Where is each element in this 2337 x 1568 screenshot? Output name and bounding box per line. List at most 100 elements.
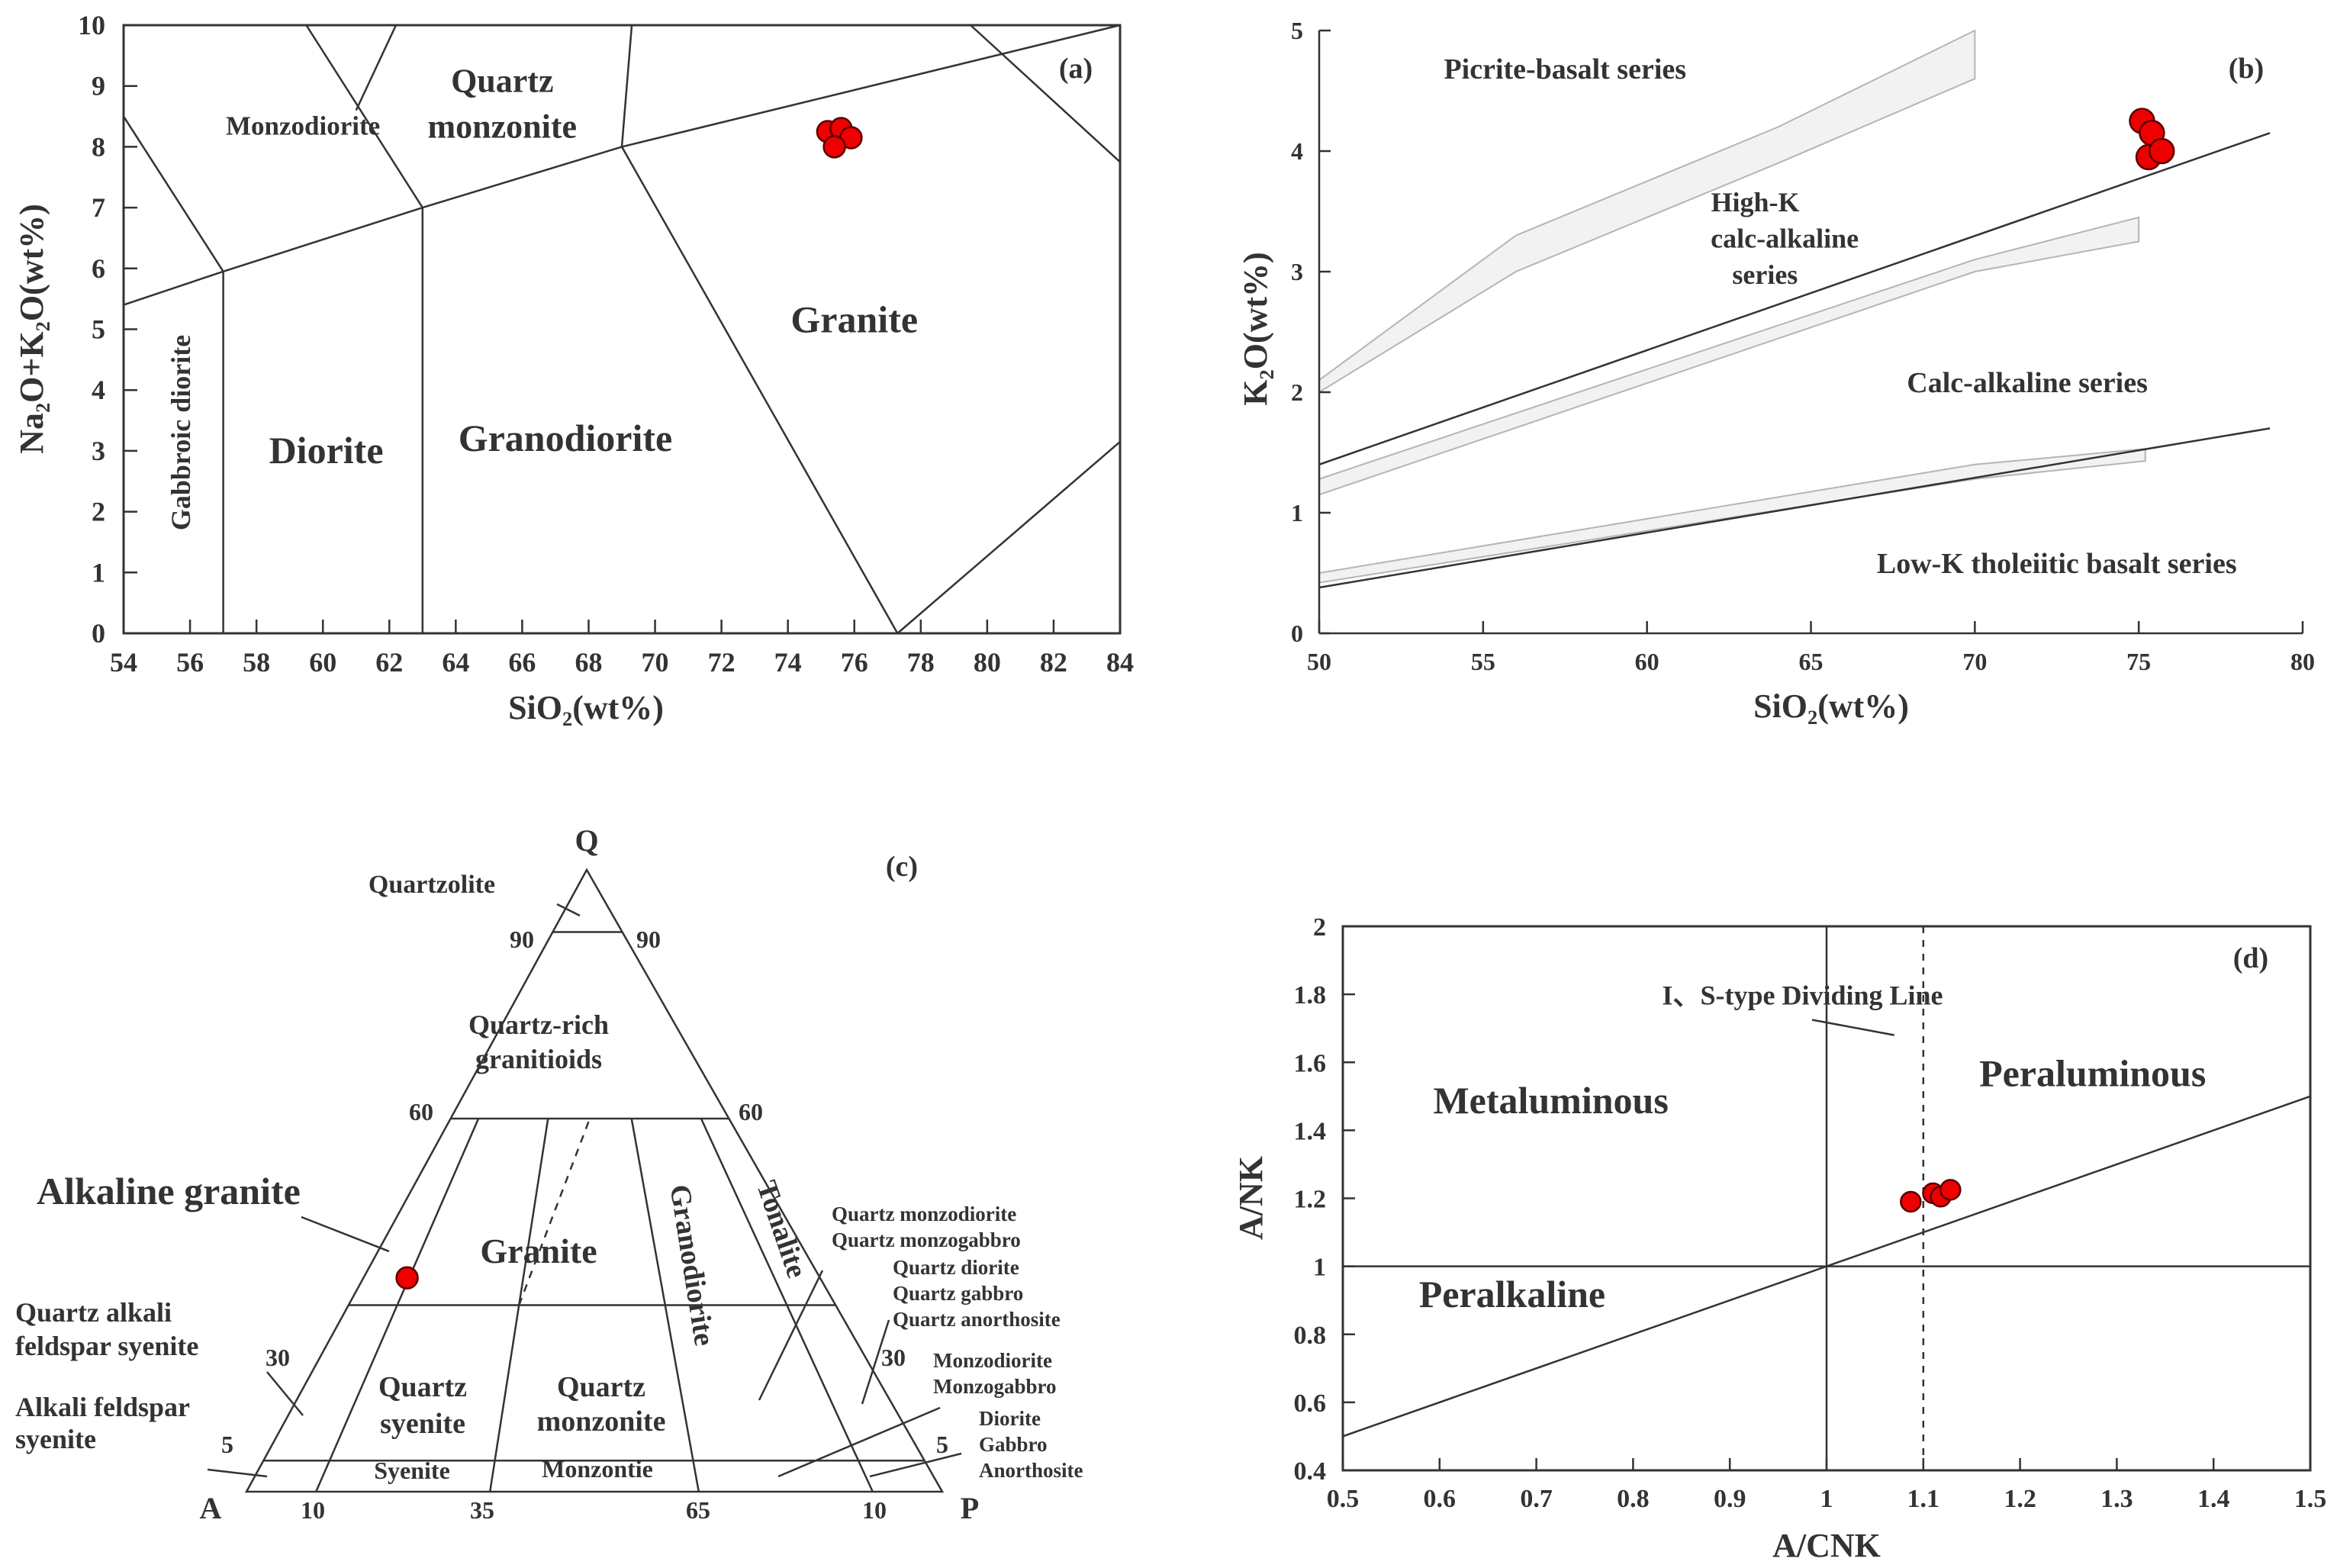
field-quartz-1: Quartz <box>378 1371 467 1403</box>
field-granodiorite: Granodiorite <box>663 1183 720 1348</box>
series-divider-0 <box>1318 132 2271 465</box>
x-tick-label: 1.4 <box>2197 1485 2230 1513</box>
field-monzonite: monzonite <box>428 108 578 145</box>
panel-d-field-labels: Metaluminous Peraluminous Peralkaline I、… <box>1419 980 2207 1315</box>
x-tick-label: 75 <box>2126 648 2151 675</box>
tick-right-5: 5 <box>936 1431 948 1458</box>
qap-field-boundaries <box>207 868 962 1493</box>
label-quartz-alkali: Quartz alkali <box>15 1297 172 1328</box>
label-high-k: High-K <box>1711 187 1799 217</box>
y-tick-label: 5 <box>1291 17 1303 44</box>
field-monzodiorite: Monzodiorite <box>226 111 380 140</box>
y-tick-label: 1.8 <box>1294 981 1327 1009</box>
label-monzodiorite: Monzodiorite <box>933 1349 1052 1372</box>
qap-leader-line-7 <box>869 1452 962 1478</box>
panel-d-xlabel: A/CNK <box>1772 1527 1881 1564</box>
tick-right-90: 90 <box>636 926 661 953</box>
tas-boundary-4 <box>305 24 423 208</box>
x-tick-label: 60 <box>309 647 336 678</box>
qap-leader-line-6 <box>777 1406 941 1478</box>
tick-right-60: 60 <box>739 1098 763 1125</box>
x-tick-label: 58 <box>243 647 270 678</box>
qap-ratio-10 <box>315 1118 480 1492</box>
tick-base-35: 35 <box>470 1496 494 1524</box>
label-alkali-feldspar: Alkali feldspar <box>15 1392 190 1422</box>
field-diorite: Diorite <box>269 429 384 472</box>
label-picrite-basalt: Picrite-basalt series <box>1444 53 1686 85</box>
panel-a-points <box>816 117 863 159</box>
tas-boundary-9 <box>970 24 1121 163</box>
panel-d-dividing-lines <box>1342 926 2311 1470</box>
sample-point <box>1939 1179 1962 1201</box>
x-tick-label: 60 <box>1635 648 1659 675</box>
x-tick-label: 72 <box>708 647 736 678</box>
sample-point <box>1900 1190 1922 1213</box>
y-tick-label: 1 <box>1313 1254 1326 1282</box>
qap-ratio-90 <box>700 1118 874 1492</box>
label-diorite: Diorite <box>979 1407 1041 1430</box>
panel-a-ylabel: Na₂O+K₂O(wt%) <box>13 204 50 454</box>
x-tick-label: 0.7 <box>1520 1485 1553 1513</box>
x-tick-label: 76 <box>841 647 868 678</box>
field-granite: Granite <box>480 1232 597 1270</box>
field-quartz-rich: Quartz-rich <box>468 1009 609 1040</box>
y-tick-label: 1.4 <box>1294 1117 1327 1145</box>
qap-leader-line-3 <box>556 903 581 917</box>
y-tick-label: 3 <box>1291 258 1303 285</box>
x-tick-label: 56 <box>176 647 204 678</box>
y-tick-label: 8 <box>92 131 105 162</box>
label-series: series <box>1732 259 1798 290</box>
y-tick-label: 10 <box>78 10 105 40</box>
x-tick-label: 1.5 <box>2294 1485 2327 1513</box>
label-calc-alkaline-1: calc-alkaline <box>1711 223 1859 253</box>
sample-point <box>822 135 846 159</box>
tick-right-30: 30 <box>881 1344 906 1371</box>
y-tick-label: 4 <box>92 375 105 405</box>
y-tick-label: 0 <box>1291 620 1303 647</box>
peralkaline-boundary-line <box>1342 1095 2311 1438</box>
tick-left-60: 60 <box>409 1098 433 1125</box>
label-quartz-diorite: Quartz diorite <box>893 1256 1019 1279</box>
qap-leader-line-4 <box>758 1270 824 1401</box>
field-quartzolite: Quartzolite <box>369 871 495 899</box>
tas-boundary-7 <box>620 146 899 634</box>
qap-side-labels: Alkaline granite Quartz alkali feldspar … <box>15 1170 1083 1482</box>
field-metaluminous: Metaluminous <box>1433 1079 1668 1122</box>
qap-ratio-65 <box>630 1118 700 1492</box>
x-tick-label: 1.1 <box>1907 1485 1940 1513</box>
x-tick-label: 0.9 <box>1714 1485 1746 1513</box>
tas-boundary-8 <box>896 440 1121 634</box>
dividing-line-leader <box>1811 1019 1894 1036</box>
field-monzonite: monzonite <box>537 1405 666 1438</box>
x-tick-label: 82 <box>1040 647 1067 678</box>
tas-field-boundaries <box>122 24 1121 634</box>
y-tick-label: 2 <box>92 497 105 527</box>
series-band-0 <box>1318 29 1976 394</box>
x-tick-label: 1.2 <box>2004 1485 2036 1513</box>
field-syenite-1: syenite <box>380 1408 465 1440</box>
panel-a-xlabel: SiO₂(wt%) <box>508 689 664 726</box>
x-tick-label: 80 <box>974 647 1001 678</box>
panel-b-xlabel: SiO₂(wt%) <box>1753 687 1909 725</box>
x-tick-label: 74 <box>774 647 802 678</box>
field-granodiorite: Granodiorite <box>459 417 673 459</box>
qap-leader-line-2 <box>207 1468 268 1478</box>
y-tick-label: 0.6 <box>1294 1389 1327 1418</box>
label-quartz-monzogabbro: Quartz monzogabbro <box>832 1228 1021 1251</box>
x-tick-label: 0.5 <box>1327 1485 1360 1513</box>
sample-point <box>2148 137 2175 165</box>
vertex-a: A <box>200 1491 222 1525</box>
field-peraluminous: Peraluminous <box>1979 1051 2206 1094</box>
label-calc-alkaline-series: Calc-alkaline series <box>1907 367 2148 399</box>
qap-vertex-labels: Q A P <box>200 823 980 1525</box>
y-tick-label: 1.6 <box>1294 1049 1327 1077</box>
field-granite: Granite <box>790 298 918 340</box>
label-is-type-dividing-line: I、S-type Dividing Line <box>1662 980 1943 1010</box>
label-quartz-monzodiorite: Quartz monzodiorite <box>832 1203 1016 1225</box>
label-alkaline-granite: Alkaline granite <box>37 1170 301 1212</box>
y-tick-label: 4 <box>1291 137 1303 165</box>
